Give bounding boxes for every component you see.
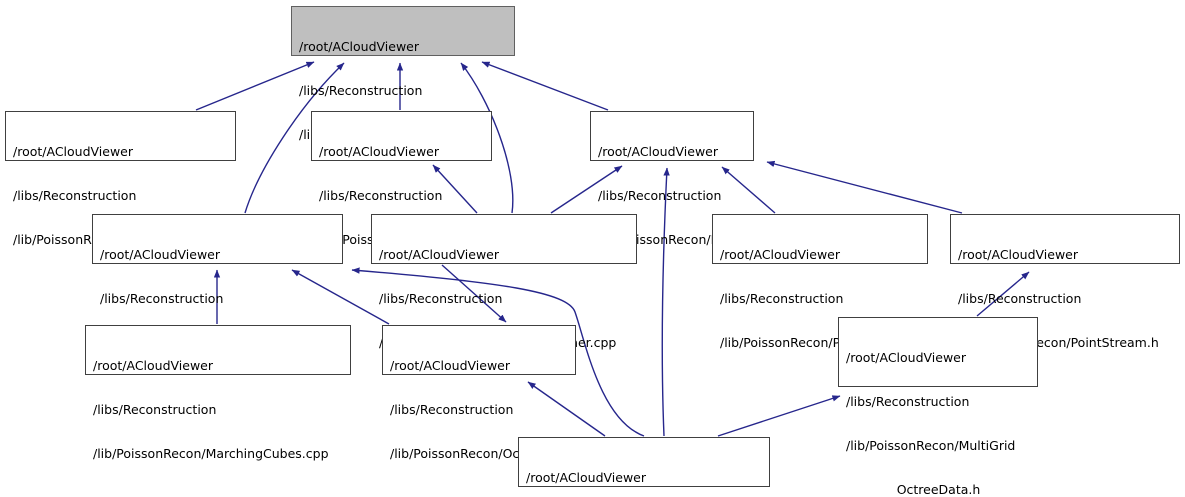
node-line: /root/ACloudViewer [390,358,511,374]
node-plyfile-cpp[interactable]: /root/ACloudViewer /libs/Reconstruction … [712,214,928,349]
node-line: /root/ACloudViewer [299,39,420,55]
node-line: /root/ACloudViewer [379,247,500,263]
node-line: OctreeData.h [896,481,981,497]
node-line: /root/ACloudViewer [958,247,1079,263]
edge-geometry-cpp-to-geometry-h [195,61,315,111]
edge-marchingcubes-h-to-geometry-h [244,62,345,214]
edge-poissonrecon-cpp-to-multigridoctreedata-h [717,395,841,437]
node-line: /root/ACloudViewer [598,144,719,160]
node-line: /libs/Reconstruction [598,187,722,203]
edge-surfacetrimmer-cpp-to-mat-h [432,164,478,214]
edge-surfacetrimmer-cpp-to-ply-h [550,165,623,214]
node-line: /libs/Reconstruction [100,290,224,306]
edge-plyfile-cpp-to-ply-h [721,166,776,214]
node-line: /lib/PoissonRecon/Octree.h [390,445,557,461]
node-line: /libs/Reconstruction [846,393,970,409]
node-mat-h[interactable]: /root/ACloudViewer /libs/Reconstruction … [311,111,492,246]
node-line: /lib/PoissonRecon/MarchingCubes.cpp [93,445,329,461]
node-multigridoctreedata-h[interactable]: /root/ACloudViewer /libs/Reconstruction … [838,317,1038,496]
edge-poissonrecon-cpp-to-octree-h [527,381,606,437]
node-line: /root/ACloudViewer [100,247,221,263]
node-line: /libs/Reconstruction [379,290,503,306]
node-line: /libs/Reconstruction [93,401,217,417]
node-geometry-cpp[interactable]: /root/ACloudViewer /libs/Reconstruction … [5,111,236,246]
edge-poissonrecon-cpp-to-ply-h [661,167,670,437]
node-line: /libs/Reconstruction [720,290,844,306]
node-line: /root/ACloudViewer [720,247,841,263]
node-ply-h[interactable]: /root/ACloudViewer /libs/Reconstruction … [590,111,754,246]
node-line: /libs/Reconstruction [390,401,514,417]
node-surfacetrimmer-cpp[interactable]: /root/ACloudViewer /libs/Reconstruction … [371,214,637,349]
node-line: /root/ACloudViewer [93,358,214,374]
node-marchingcubes-cpp[interactable]: /root/ACloudViewer /libs/Reconstruction … [85,325,351,460]
node-line: /libs/Reconstruction [958,290,1082,306]
node-line: /libs/Reconstruction [299,82,423,98]
node-marchingcubes-h[interactable]: /root/ACloudViewer /libs/Reconstruction … [92,214,343,349]
node-line: /libs/Reconstruction [13,187,137,203]
node-line: /lib/PoissonRecon/MultiGrid [846,437,1016,453]
edge-ply-h-to-geometry-h [481,61,609,111]
node-line: /root/ACloudViewer [319,144,440,160]
node-line: /root/ACloudViewer [846,350,967,366]
node-line: /root/ACloudViewer [13,144,134,160]
node-geometry-h[interactable]: /root/ACloudViewer /libs/Reconstruction … [291,6,515,141]
edge-multigridoctreedata-h-to-pointstream-h [976,271,1030,317]
node-pointstream-h[interactable]: /root/ACloudViewer /libs/Reconstruction … [950,214,1180,349]
edge-surfacetrimmer-cpp-to-octree-h [441,264,507,323]
node-line: /root/ACloudViewer [526,470,647,486]
edge-octree-h-to-marchingcubes-h [291,269,390,325]
node-octree-h[interactable]: /root/ACloudViewer /libs/Reconstruction … [382,325,576,460]
edge-surfacetrimmer-cpp-to-geometry-h [460,62,514,214]
edge-pointstream-h-to-ply-h [766,160,963,214]
node-line: /libs/Reconstruction [319,187,443,203]
node-poissonrecon-cpp[interactable]: /root/ACloudViewer /libs/Reconstruction … [518,437,770,487]
